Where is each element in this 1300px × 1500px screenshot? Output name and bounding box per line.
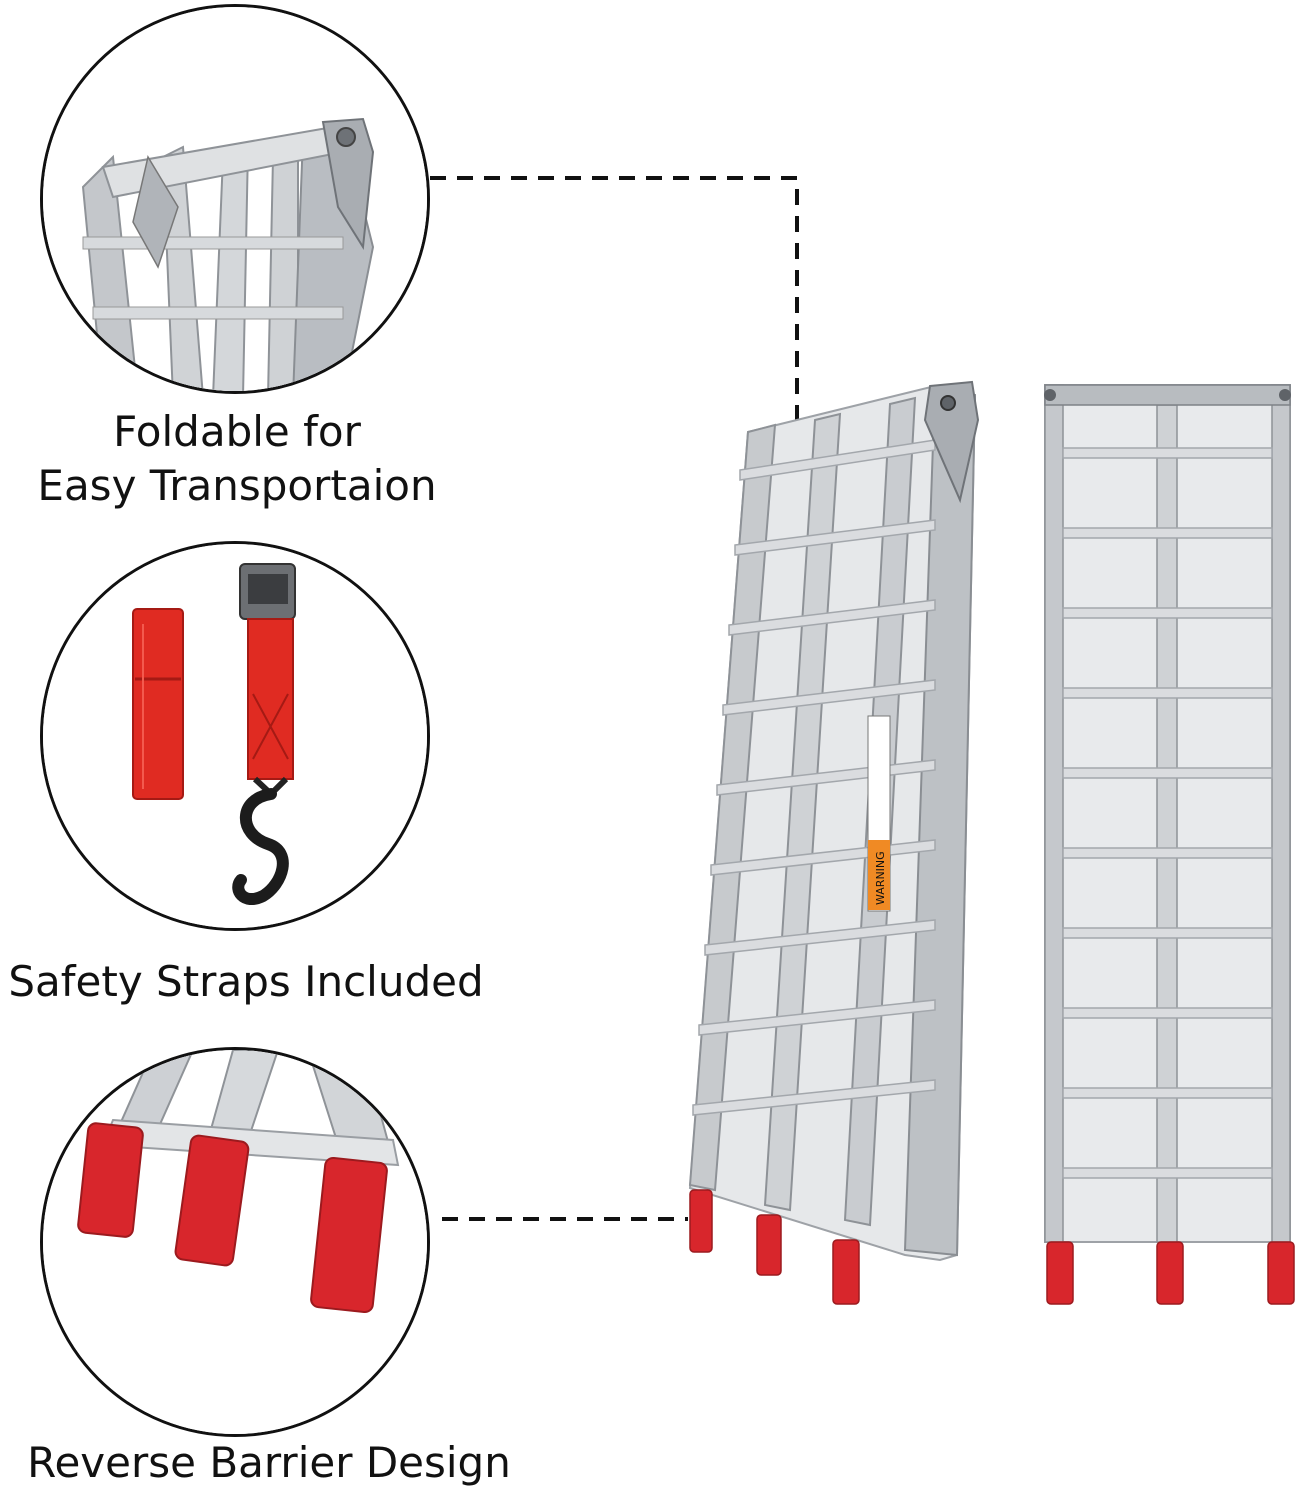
foldable-caption: Foldable for Easy Transportaion xyxy=(0,405,474,513)
straight-ramp-foot-2 xyxy=(1156,1241,1184,1305)
warning-sticker-band xyxy=(868,840,890,910)
barrier-caption: Reverse Barrier Design xyxy=(27,1438,511,1487)
straight-ramp-foot-3 xyxy=(1267,1241,1295,1305)
ramp-foot-3 xyxy=(832,1239,860,1305)
hinge-closeup-image xyxy=(43,7,427,391)
straight-ramp-foot-1 xyxy=(1046,1241,1074,1305)
fold-hinge-closeup xyxy=(40,4,430,394)
fold-connector-line xyxy=(430,176,799,420)
reverse-barrier-closeup xyxy=(40,1047,430,1437)
foldable-caption-line2: Easy Transportaion xyxy=(37,461,437,510)
safety-straps-closeup xyxy=(40,541,430,931)
foldable-caption-line1: Foldable for xyxy=(113,407,361,456)
ramp-foot-2 xyxy=(756,1214,782,1276)
straps-image xyxy=(43,544,427,928)
ramp-foot-1 xyxy=(689,1189,713,1253)
warning-sticker-text: WARNING xyxy=(874,851,887,905)
straps-caption: Safety Straps Included xyxy=(8,957,484,1006)
barrier-image xyxy=(43,1050,427,1434)
